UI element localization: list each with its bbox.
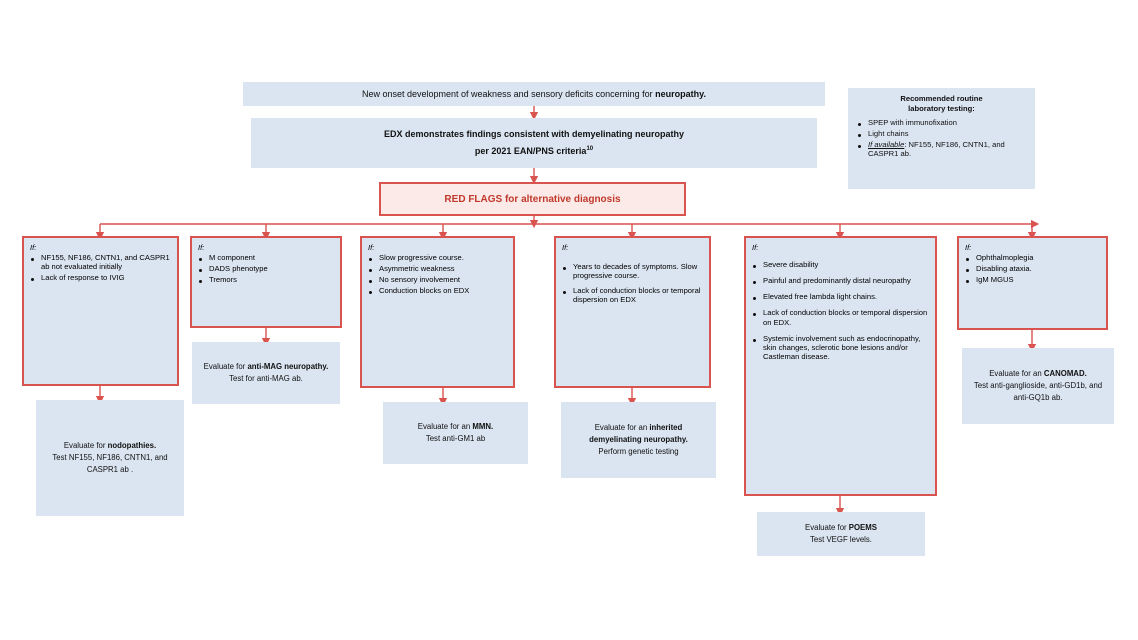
if-label: If: <box>198 243 205 252</box>
criteria-item: Conduction blocks on EDX <box>366 286 507 295</box>
criteria-list: Severe disability Painful and predominan… <box>750 260 929 362</box>
criteria-item: Lack of response to IVIG <box>28 273 171 282</box>
criteria-item: Severe disability <box>750 260 929 269</box>
criteria-box-anti-mag: If: M component DADS phenotype Tremors <box>190 236 342 328</box>
conclusion-emphasis: POEMS <box>848 522 877 532</box>
criteria-list: Years to decades of symptoms. Slow progr… <box>560 262 703 305</box>
conclusion-box-poems: Evaluate for POEMS Test VEGF levels. <box>757 512 925 556</box>
edx-criteria-box: EDX demonstrates findings consistent wit… <box>251 118 817 168</box>
conclusion-line-2: Test NF155, NF186, CNTN1, and CASPR1 ab … <box>52 452 168 475</box>
criteria-item: Ophthalmoplegia <box>963 253 1100 262</box>
lab-panel-item: If available: NF155, NF186, CNTN1, and C… <box>855 140 1028 159</box>
criteria-item: DADS phenotype <box>196 264 334 273</box>
criteria-item: Disabling ataxia. <box>963 264 1100 273</box>
conclusion-emphasis: MMN. <box>472 421 494 431</box>
lab-panel-title-line-1: Recommended routine <box>900 94 983 103</box>
criteria-list: Ophthalmoplegia Disabling ataxia. IgM MG… <box>963 253 1100 285</box>
criteria-item: Lack of conduction blocks or temporal di… <box>560 286 703 305</box>
onset-statement-prefix: New onset development of weakness and se… <box>361 89 656 99</box>
onset-statement-text: New onset development of weakness and se… <box>243 89 825 99</box>
criteria-box-inherited: If: Years to decades of symptoms. Slow p… <box>554 236 711 388</box>
criteria-item: Lack of conduction blocks or temporal di… <box>750 308 929 327</box>
lab-panel-item-text: Light chains <box>868 128 909 138</box>
red-flags-banner: RED FLAGS for alternative diagnosis <box>379 182 686 216</box>
red-flags-banner-label: RED FLAGS for alternative diagnosis <box>444 193 621 205</box>
conclusion-prefix: Evaluate for <box>63 440 108 450</box>
onset-statement-emphasis: neuropathy. <box>655 89 706 99</box>
if-label: If: <box>752 243 759 252</box>
criteria-item: Tremors <box>196 275 334 284</box>
criteria-item: Slow progressive course. <box>366 253 507 262</box>
conclusion-line-1: Evaluate for POEMS <box>764 522 918 534</box>
conclusion-prefix: Evaluate for an <box>989 368 1044 378</box>
lab-panel-item: SPEP with immunofixation <box>855 118 1028 127</box>
criteria-box-mmn: If: Slow progressive course. Asymmetric … <box>360 236 515 388</box>
criteria-box-poems: If: Severe disability Painful and predom… <box>744 236 937 496</box>
lab-panel-item-list: SPEP with immunofixation Light chains If… <box>855 118 1028 161</box>
conclusion-emphasis: nodopathies. <box>107 440 157 450</box>
recommended-lab-testing-panel: Recommended routine laboratory testing: … <box>848 88 1035 189</box>
conclusion-line-1: Evaluate for anti-MAG neuropathy. <box>199 361 333 373</box>
conclusion-box-mmn: Evaluate for an MMN. Test anti-GM1 ab <box>383 402 528 464</box>
criteria-item: NF155, NF186, CNTN1, and CASPR1 ab not e… <box>28 253 171 272</box>
conclusion-line-2: Perform genetic testing <box>598 447 679 457</box>
criteria-item: M component <box>196 253 334 262</box>
conclusion-box-inherited: Evaluate for an inherited demyelinating … <box>561 402 716 478</box>
conclusion-line-1: Evaluate for nodopathies. <box>44 440 176 452</box>
lab-panel-item-text: SPEP with immunofixation <box>868 117 957 127</box>
criteria-list: M component DADS phenotype Tremors <box>196 253 334 285</box>
lab-panel-title-line-2: laboratory testing: <box>908 104 975 114</box>
criteria-item: IgM MGUS <box>963 275 1100 284</box>
edx-line-1: EDX demonstrates findings consistent wit… <box>383 128 685 139</box>
criteria-item: Systemic involvement such as endocrinopa… <box>750 334 929 362</box>
criteria-item: No sensory involvement <box>366 275 507 284</box>
conclusion-line-1: Evaluate for an inherited demyelinating … <box>568 422 709 446</box>
conclusion-prefix: Evaluate for an <box>417 421 473 431</box>
criteria-item: Painful and predominantly distal neuropa… <box>750 276 929 285</box>
if-label: If: <box>30 243 37 252</box>
conclusion-box-canomad: Evaluate for an CANOMAD. Test anti-gangl… <box>962 348 1114 424</box>
conclusion-prefix: Evaluate for <box>805 522 849 532</box>
onset-statement-box: New onset development of weakness and se… <box>243 82 825 106</box>
if-label: If: <box>368 243 375 252</box>
conclusion-emphasis: inherited demyelinating neuropathy. <box>589 422 688 444</box>
conclusion-emphasis: CANOMAD. <box>1043 368 1087 378</box>
criteria-item: Elevated free lambda light chains. <box>750 292 929 301</box>
if-label: If: <box>965 243 972 252</box>
edx-line-2-text: per 2021 EAN/PNS criteria <box>474 146 587 156</box>
conclusion-emphasis: anti-MAG neuropathy. <box>247 361 329 371</box>
criteria-list: NF155, NF186, CNTN1, and CASPR1 ab not e… <box>28 253 171 283</box>
conclusion-line-2: Test anti-GM1 ab <box>425 434 486 443</box>
conclusion-prefix: Evaluate for <box>203 361 248 371</box>
edx-line-2: per 2021 EAN/PNS criteria10 <box>251 143 817 160</box>
edx-superscript: 10 <box>586 146 594 152</box>
criteria-item: Asymmetric weakness <box>366 264 507 273</box>
conclusion-prefix: Evaluate for an <box>594 422 650 432</box>
conclusion-line-2: Test VEGF levels. <box>810 535 872 544</box>
if-label: If: <box>562 243 569 252</box>
criteria-box-nodopathies: If: NF155, NF186, CNTN1, and CASPR1 ab n… <box>22 236 179 386</box>
conclusion-line-1: Evaluate for an MMN. <box>390 421 521 433</box>
conclusion-line-2: Test for anti-MAG ab. <box>229 374 303 383</box>
conclusion-box-nodopathies: Evaluate for nodopathies. Test NF155, NF… <box>36 400 184 516</box>
conclusion-box-anti-mag: Evaluate for anti-MAG neuropathy. Test f… <box>192 342 340 404</box>
lab-panel-item: Light chains <box>855 129 1028 138</box>
conclusion-line-2: Test anti-ganglioside, anti-GD1b, and an… <box>973 380 1103 403</box>
lab-panel-item-text: : NF155, NF186, CNTN1, and CASPR1 ab. <box>868 140 1005 159</box>
criteria-box-canomad: If: Ophthalmoplegia Disabling ataxia. Ig… <box>957 236 1108 330</box>
lab-panel-item-italic-prefix: If available <box>868 140 905 149</box>
criteria-list: Slow progressive course. Asymmetric weak… <box>366 253 507 296</box>
conclusion-line-1: Evaluate for an CANOMAD. <box>969 368 1107 380</box>
criteria-item: Years to decades of symptoms. Slow progr… <box>560 262 703 281</box>
